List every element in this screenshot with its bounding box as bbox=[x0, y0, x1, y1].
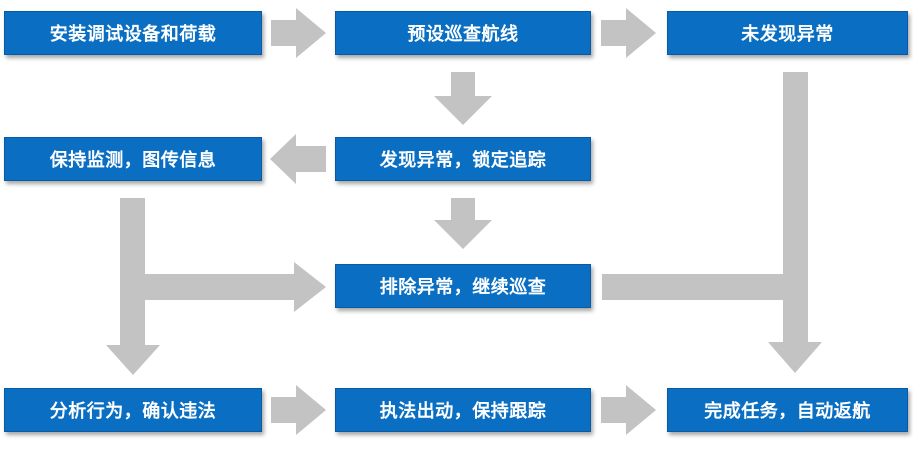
node-analyze: 分析行为，确认违法 bbox=[4, 388, 262, 432]
arrow-merge-to-complete bbox=[602, 72, 822, 373]
arrow-found-to-monitor bbox=[270, 134, 326, 184]
arrow-preset-to-found bbox=[434, 72, 492, 125]
node-install: 安装调试设备和荷载 bbox=[4, 11, 262, 55]
arrow-enforce-to-complete bbox=[601, 385, 656, 435]
arrow-analyze-to-enforce bbox=[271, 385, 326, 435]
node-enforce: 执法出动，保持跟踪 bbox=[335, 388, 591, 432]
node-preset-route: 预设巡查航线 bbox=[335, 11, 591, 55]
arrow-found-to-clear bbox=[434, 198, 492, 249]
node-clear-anomaly: 排除异常，继续巡查 bbox=[335, 264, 591, 308]
node-keep-monitor: 保持监测，图传信息 bbox=[4, 137, 262, 181]
arrow-preset-to-no-anomaly bbox=[601, 8, 656, 58]
node-complete: 完成任务，自动返航 bbox=[667, 388, 908, 432]
node-found-anomaly: 发现异常，锁定追踪 bbox=[335, 137, 591, 181]
arrow-monitor-branch bbox=[106, 198, 326, 375]
node-no-anomaly: 未发现异常 bbox=[667, 11, 908, 55]
arrow-install-to-preset bbox=[271, 8, 326, 58]
